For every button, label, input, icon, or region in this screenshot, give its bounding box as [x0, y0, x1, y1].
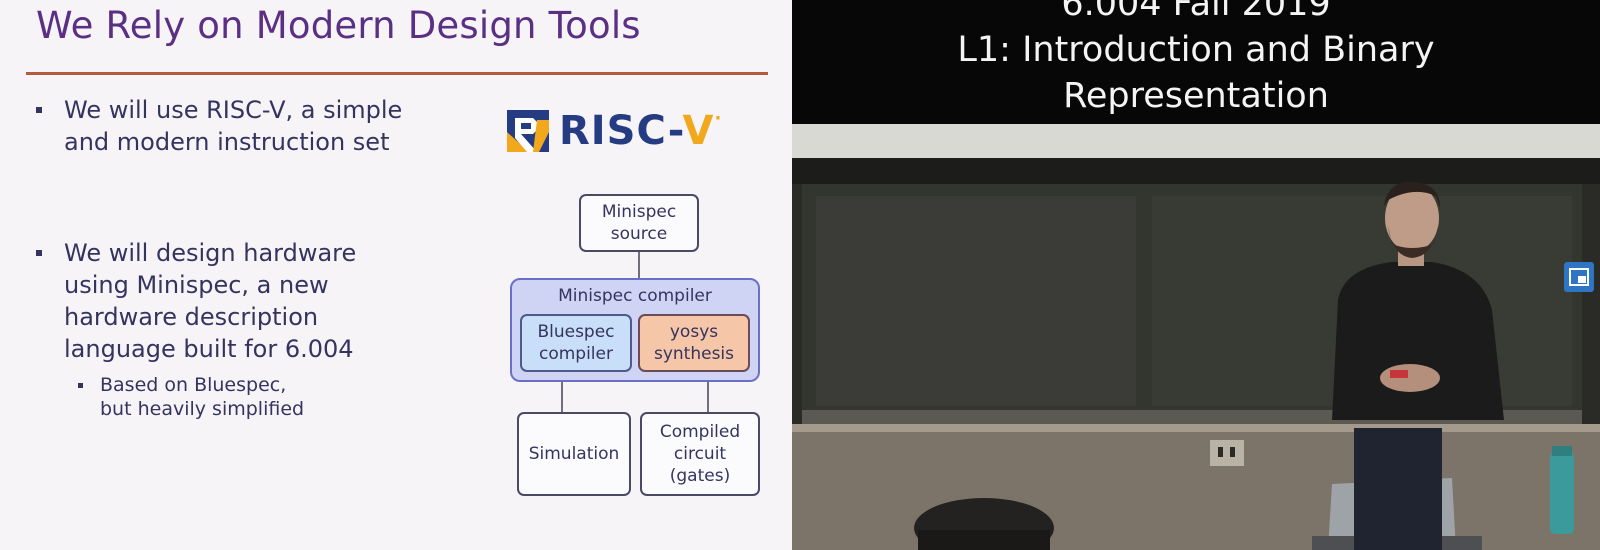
box-text-line: compiler: [538, 344, 613, 364]
bullet-minispec: We will design hardware using Minispec, …: [36, 237, 357, 365]
connector-line: [638, 252, 640, 278]
bullet-line: using Minispec, a new: [64, 271, 329, 299]
sub-bullet-line: but heavily simplified: [100, 398, 305, 420]
slide-panel: We Rely on Modern Design Tools We will u…: [0, 0, 792, 550]
minispec-compiler-label: Minispec compiler: [558, 286, 712, 306]
bullet-dot-icon: [36, 107, 42, 113]
caption-line-course: 6.004 Fall 2019: [1061, 0, 1331, 24]
box-text-line: yosys: [669, 322, 719, 342]
risc-v-logo-text: RISC-V·: [559, 108, 722, 154]
bullet-line: We will use RISC-V, a simple: [64, 96, 403, 124]
picture-in-picture-icon: [1569, 268, 1589, 286]
box-text-line: circuit: [673, 444, 727, 464]
sub-bullet-line: Based on Bluespec,: [100, 374, 287, 396]
bullet-line: and modern instruction set: [64, 128, 390, 156]
connector-line: [561, 382, 563, 412]
bluespec-compiler-box: Bluespec compiler: [520, 314, 632, 372]
box-text-line: Simulation: [528, 444, 620, 464]
bullet-line: hardware description: [64, 303, 319, 331]
box-text-line: (gates): [669, 466, 731, 486]
bullet-line: language built for 6.004: [64, 335, 354, 363]
title-divider: [26, 72, 768, 75]
risc-v-logo-icon: [507, 110, 549, 152]
box-text-line: Compiled: [659, 422, 741, 442]
box-text-line: source: [610, 224, 668, 244]
logo-text-main: RISC-: [559, 108, 683, 154]
picture-in-picture-button[interactable]: [1564, 262, 1594, 292]
bullet-risc-v: We will use RISC-V, a simple and modern …: [36, 94, 403, 158]
yosys-synthesis-box: yosys synthesis: [638, 314, 750, 372]
sub-bullet-bluespec: Based on Bluespec, but heavily simplifie…: [78, 373, 305, 421]
compiled-circuit-box: Compiled circuit (gates): [640, 412, 760, 496]
bullet-line: We will design hardware: [64, 239, 357, 267]
logo-text-accent: V: [682, 108, 715, 154]
caption-line-topic: Representation: [1063, 76, 1329, 116]
minispec-compiler-box: Minispec compiler Bluespec compiler yosy…: [510, 278, 760, 382]
bullet-dot-icon: [36, 250, 42, 256]
box-text-line: Bluespec: [537, 322, 615, 342]
risc-v-logo: RISC-V·: [507, 108, 722, 154]
minispec-source-box: Minispec source: [579, 194, 699, 252]
connector-line: [707, 382, 709, 412]
lecture-video[interactable]: 6.004 Fall 2019 L1: Introduction and Bin…: [792, 0, 1600, 550]
sub-bullet-dot-icon: [78, 383, 83, 388]
logo-text-tail: ·: [714, 108, 723, 129]
toolflow-diagram: Minispec source Minispec compiler Bluesp…: [505, 188, 767, 508]
caption-line-lecture: L1: Introduction and Binary: [957, 30, 1435, 70]
simulation-box: Simulation: [517, 412, 631, 496]
lecture-room-image: [792, 124, 1600, 550]
box-text-line: synthesis: [653, 344, 735, 364]
box-text-line: Minispec: [601, 202, 677, 222]
slide-title: We Rely on Modern Design Tools: [36, 4, 641, 47]
